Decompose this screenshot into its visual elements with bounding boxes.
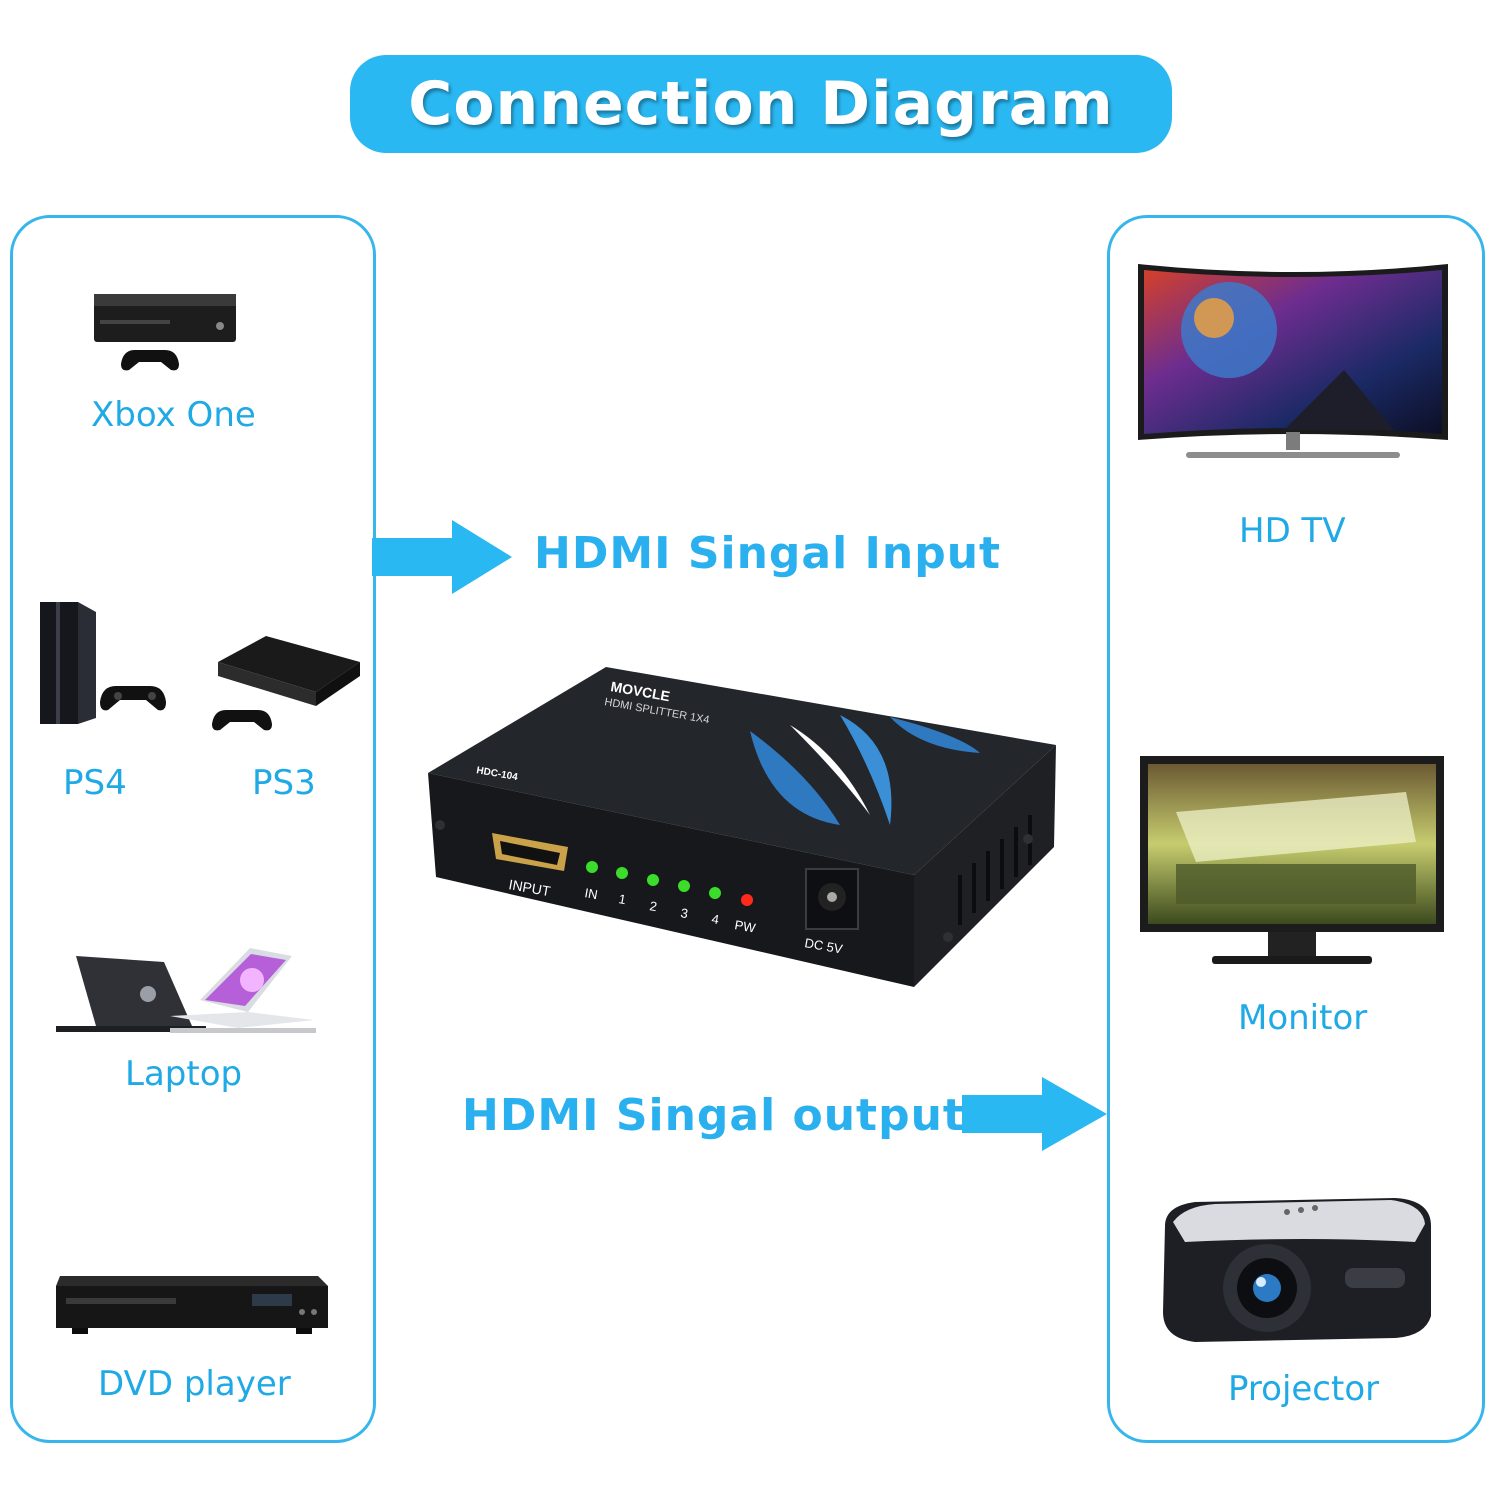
hdmi-splitter-device: MOVCLE HDMI SPLITTER 1X4 HDC-104 INPUT I… — [428, 667, 1056, 987]
led-label-4: 4 — [710, 911, 720, 927]
ps3-label: PS3 — [252, 763, 316, 803]
led-label-1: 1 — [617, 891, 627, 907]
ps3-icon — [212, 636, 360, 731]
input-devices-panel — [10, 215, 376, 1443]
monitor-icon — [1140, 756, 1444, 964]
led-1 — [616, 867, 628, 879]
ps4-icon — [40, 602, 166, 724]
led-power — [741, 894, 753, 906]
laptop-icon — [56, 948, 316, 1033]
laptop-label: Laptop — [125, 1054, 243, 1094]
led-label-3: 3 — [679, 905, 689, 921]
xbox-one-label: Xbox One — [91, 395, 256, 435]
hd-tv-label: HD TV — [1239, 511, 1346, 551]
input-flow-label: HDMI Singal Input — [534, 528, 1002, 579]
led-label-in: IN — [583, 885, 598, 902]
input-arrow-icon — [372, 520, 512, 594]
led-in — [586, 861, 598, 873]
ps4-label: PS4 — [63, 763, 127, 803]
led-label-pw: PW — [733, 917, 757, 936]
led-label-2: 2 — [648, 898, 658, 914]
output-arrow-icon — [962, 1077, 1107, 1151]
projector-icon — [1163, 1198, 1431, 1342]
diagram-title: Connection Diagram — [408, 69, 1114, 139]
led-3 — [678, 880, 690, 892]
xbox-one-icon — [94, 294, 236, 371]
power-port-label: DC 5V — [803, 935, 844, 956]
dvd-player-icon — [56, 1276, 328, 1334]
monitor-label: Monitor — [1238, 998, 1368, 1038]
output-flow-label: HDMI Singal output — [462, 1090, 965, 1141]
projector-label: Projector — [1228, 1369, 1380, 1409]
hd-tv-icon — [1138, 264, 1448, 458]
led-2 — [647, 874, 659, 886]
title-banner: Connection Diagram — [350, 55, 1172, 153]
input-port-label: INPUT — [507, 876, 552, 899]
dvd-player-label: DVD player — [98, 1364, 291, 1404]
led-4 — [709, 887, 721, 899]
